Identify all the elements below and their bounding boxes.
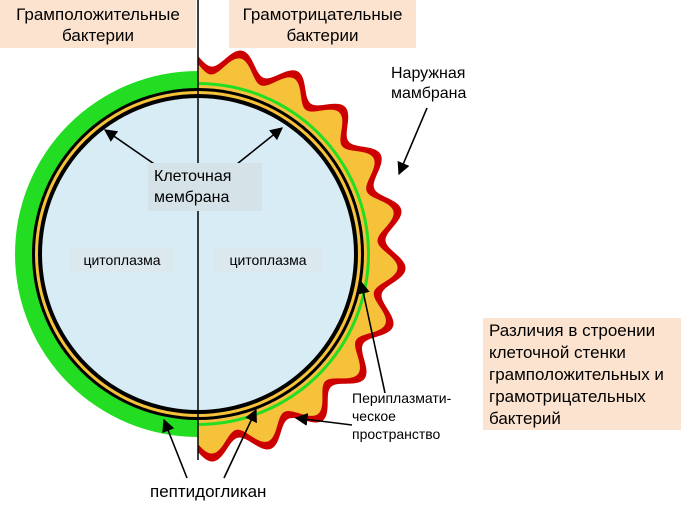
gram-positive-title-line1: Грамположительные xyxy=(16,5,180,24)
info-line5: бактерий xyxy=(489,409,561,428)
arrow-outer-membrane xyxy=(397,107,428,176)
outer-membrane-label-line2: мамбрана xyxy=(391,85,467,102)
info-line4: грамотрицательных xyxy=(489,387,646,406)
arrow-peptidoglycan-left xyxy=(162,418,188,479)
gram-positive-title-line2: бактерии xyxy=(62,26,134,45)
info-line1: Различия в строении xyxy=(489,321,656,340)
cell-membrane-label-line2: мембрана xyxy=(154,189,230,206)
arrow-cell-membrane-left xyxy=(103,129,161,169)
cell-membrane-label: Клеточная мембрана xyxy=(148,163,262,211)
info-line2: клеточной стенки xyxy=(489,343,626,362)
outer-membrane-label-line1: Наружная xyxy=(391,65,466,82)
arrow-periplasm-upper xyxy=(357,280,386,394)
info-line3: грамположительных и xyxy=(489,365,664,384)
gram-negative-title: Грамотрицательные бактерии xyxy=(229,0,416,48)
cytoplasm-label-left: цитоплазма xyxy=(70,248,174,272)
peptidoglycan-label: пептидогликан xyxy=(150,482,267,501)
gram-negative-title-line2: бактерии xyxy=(286,26,359,45)
gram-negative-title-line1: Грамотрицательные xyxy=(242,5,403,24)
arrow-peptidoglycan-right xyxy=(223,408,257,479)
info-box: Различия в строении клеточной стенки гра… xyxy=(483,318,681,430)
periplasmic-label-line3: пространство xyxy=(352,426,441,442)
arrow-periplasm-lower xyxy=(294,413,353,426)
arrow-cell-membrane-right xyxy=(231,127,283,169)
periplasmic-space-label: Периплазмати- ческое пространство xyxy=(352,389,451,443)
cell-membrane-label-line1: Клеточная xyxy=(154,168,232,185)
gram-positive-title: Грамположительные бактерии xyxy=(0,0,196,48)
outer-membrane-label: Наружная мамбрана xyxy=(391,64,466,104)
arrows xyxy=(103,107,428,479)
cytoplasm-label-right: цитоплазма xyxy=(214,248,322,272)
periplasmic-label-line2: ческое xyxy=(352,408,396,424)
periplasmic-label-line1: Периплазмати- xyxy=(352,390,452,406)
